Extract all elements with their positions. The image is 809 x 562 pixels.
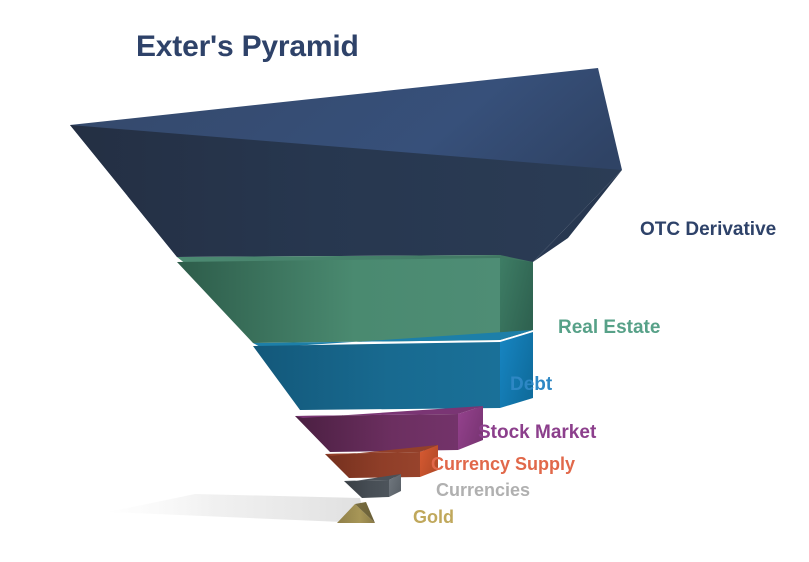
stock-market-side-face — [458, 406, 483, 450]
pyramid-shadow — [108, 494, 366, 523]
currencies-side-face — [389, 474, 401, 497]
otc-derivative-side-face — [533, 170, 622, 262]
currency-supply-front-face — [325, 452, 420, 478]
otc-derivative-front-face — [70, 125, 622, 265]
currencies-front-face — [344, 480, 389, 498]
debt-front-face — [253, 342, 500, 410]
label-currency-supply: Currency Supply — [431, 454, 576, 474]
label-debt: Debt — [510, 374, 553, 395]
debt-top-face — [253, 330, 533, 348]
currencies-top-face — [344, 474, 401, 482]
currency-supply-top-face — [325, 445, 438, 456]
real-estate-side-face — [500, 258, 533, 340]
label-stock-market: Stock Market — [478, 422, 597, 443]
label-real-estate: Real Estate — [558, 317, 661, 338]
gold-front-face — [337, 504, 375, 523]
page-title: Exter's Pyramid — [136, 30, 359, 63]
debt-side-face — [500, 332, 533, 408]
label-otc-derivative: OTC Derivative — [640, 219, 777, 240]
gold-side-face — [355, 502, 375, 523]
stock-market-front-face — [295, 414, 458, 452]
stock-market-top-face — [295, 406, 483, 418]
label-gold: Gold — [413, 507, 454, 527]
label-currencies: Currencies — [436, 480, 531, 500]
currency-supply-side-face — [420, 445, 438, 477]
real-estate-front-face — [177, 258, 500, 343]
